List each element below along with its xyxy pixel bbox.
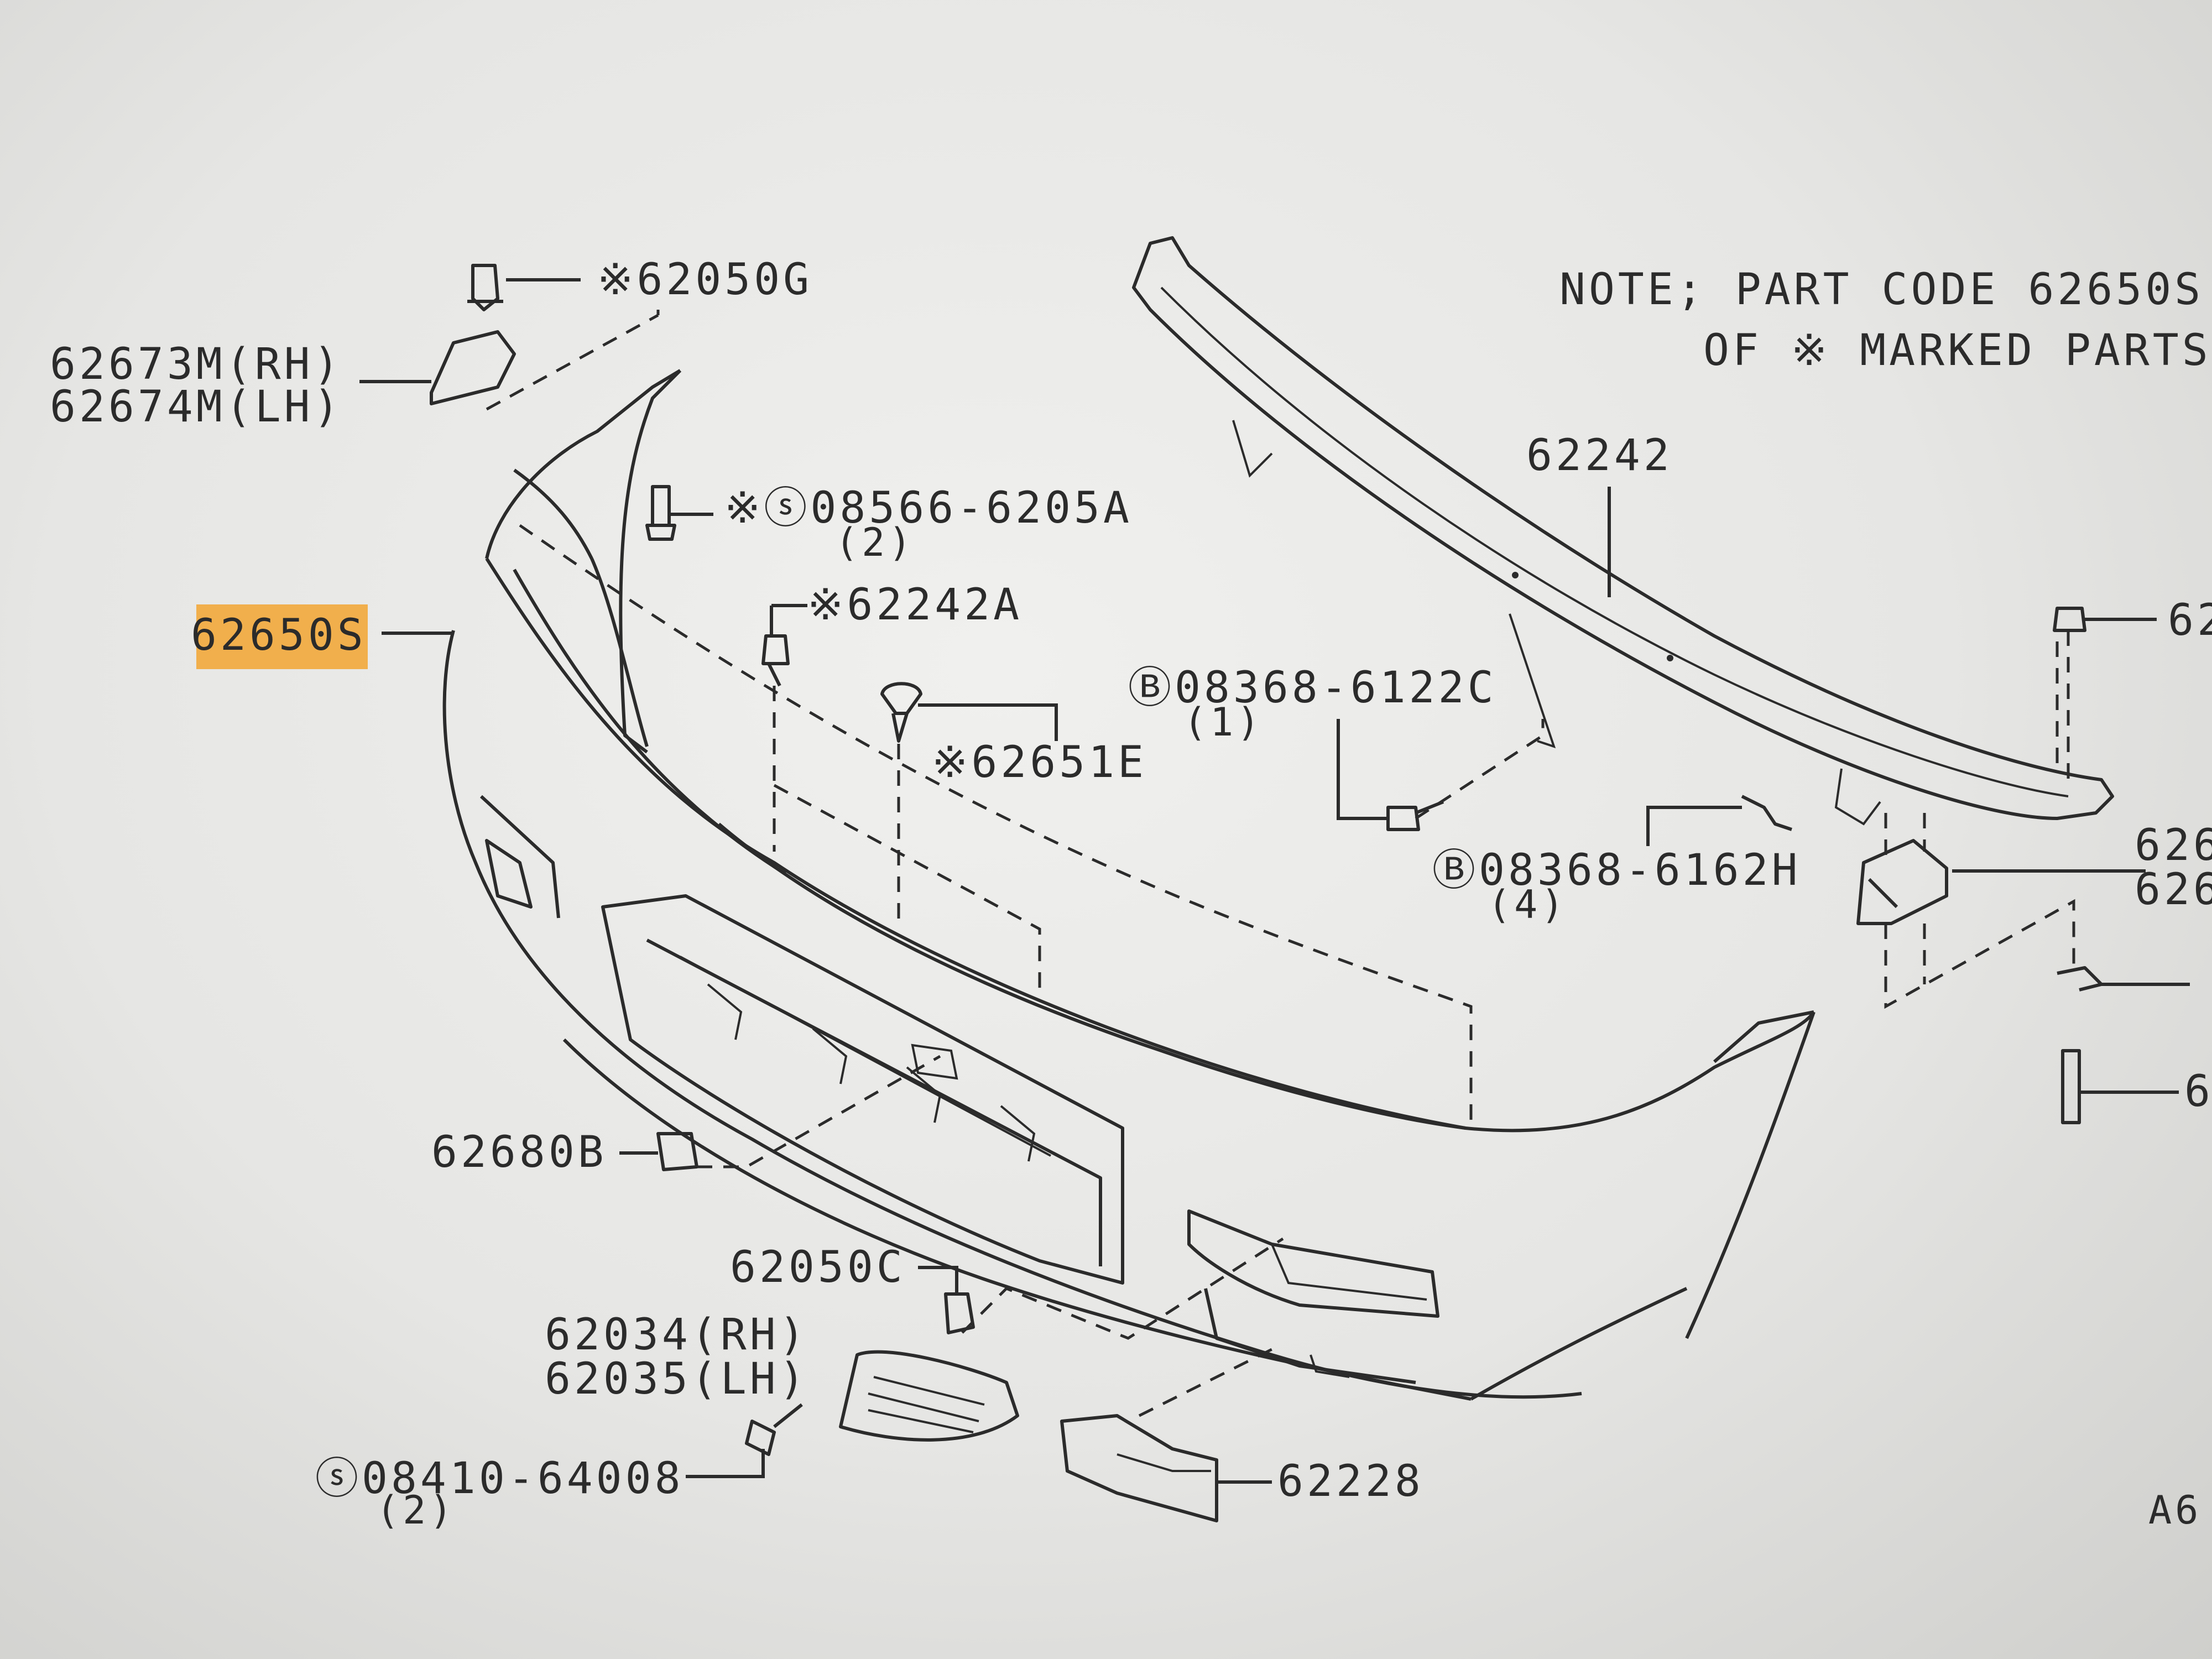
leader-lines xyxy=(359,278,2190,1484)
nut-62050C-drawing xyxy=(944,1292,975,1334)
label-62242A: ※62242A xyxy=(807,580,1022,630)
upper-rail-drawing xyxy=(1132,236,2114,826)
label-62228: 62228 xyxy=(1277,1457,1424,1506)
cover-62228-drawing xyxy=(1060,1414,1218,1522)
label-08410-qty: (2) xyxy=(376,1488,456,1533)
label-08566-qty: (2) xyxy=(835,520,915,565)
label-08410: ⓢ08410-64008 xyxy=(315,1454,684,1504)
label-bolt-right-bottom: 6 xyxy=(2184,1067,2212,1117)
label-62650S: 62650S xyxy=(191,611,367,660)
note-line-2: OF ※ MARKED PARTS xyxy=(1703,326,2211,375)
label-62651E: ※62651E xyxy=(932,738,1147,787)
label-bracket-right-2: 626 xyxy=(2135,865,2212,915)
label-62680B: 62680B xyxy=(431,1128,607,1177)
grille-62034-drawing xyxy=(839,1350,1019,1442)
screw-08566-drawing xyxy=(645,485,676,541)
label-62034: 62034(RH) xyxy=(545,1310,808,1360)
bumper-fascia-drawing xyxy=(442,369,1815,1401)
label-62035: 62035(LH) xyxy=(545,1354,808,1404)
bolt-62242A-drawing xyxy=(761,634,790,687)
label-08368-6162H: Ⓑ08368-6162H xyxy=(1432,846,1801,895)
label-08368-6162H-qty: (4) xyxy=(1488,882,1567,927)
nut-right-drawing xyxy=(2053,607,2086,632)
note-line-1: NOTE; PART CODE 62650S CO xyxy=(1559,265,2212,315)
label-08368-6122C: Ⓑ08368-6122C xyxy=(1128,663,1497,713)
label-nut-right: 62 xyxy=(2168,596,2212,645)
screw-08410-drawing xyxy=(745,1403,803,1456)
label-62674M: 62674M(LH) xyxy=(50,382,343,432)
label-bracket-right-1: 626 xyxy=(2135,821,2212,870)
label-08368-6122C-qty: (1) xyxy=(1183,700,1263,745)
clip-62050G-drawing xyxy=(467,264,503,311)
right-bracket-drawing xyxy=(1856,839,1948,925)
bolt-6122C-drawing xyxy=(1386,800,1444,831)
right-bolt-drawing xyxy=(2061,1049,2081,1124)
label-diagram-id: A6 xyxy=(2148,1488,2201,1533)
highlight-box xyxy=(196,604,368,669)
label-62050C: 62050C xyxy=(730,1243,906,1292)
clip-62651E-drawing xyxy=(880,682,922,743)
label-08566: ※ⓢ08566-6205A xyxy=(724,483,1133,533)
bracket-62673M-drawing xyxy=(430,330,516,405)
right-clip-drawing xyxy=(2057,966,2103,992)
dashed-assembly-lines xyxy=(486,310,2075,1417)
clip-62680B-drawing xyxy=(656,1132,698,1171)
label-62242: 62242 xyxy=(1526,431,1673,481)
label-62050G: ※62050G xyxy=(597,255,812,305)
label-62673M: 62673M(RH) xyxy=(50,340,343,389)
bolt-6162H-drawing xyxy=(1741,795,1792,831)
